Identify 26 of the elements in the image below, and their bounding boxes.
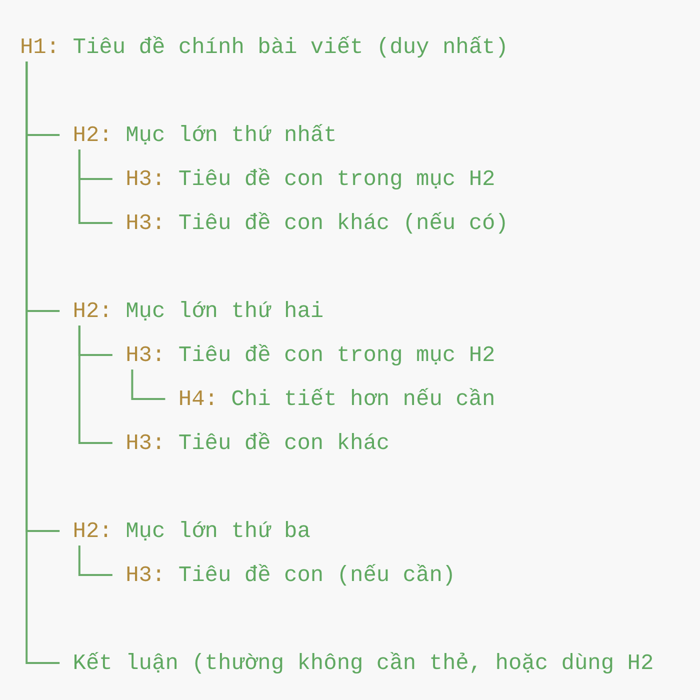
heading-level-tag: H3: [126,166,166,192]
entry-text: Tiêu đề con khác (nếu có) [178,210,508,236]
entry-text: Tiêu đề con khác [178,430,390,456]
entry-text: Tiêu đề con trong mục H2 [178,342,496,368]
entry-text: Mục lớn thứ ba [126,518,310,544]
heading-level-tag: H2: [72,122,112,148]
tree-line [78,546,112,576]
heading-level-tag: H4: [178,386,218,412]
heading-level-tag: H2: [72,518,112,544]
heading-level-tag: H3: [126,342,166,368]
tree-line [26,62,60,664]
heading-level-tag: H3: [126,210,166,236]
entry-text: Mục lớn thứ nhất [126,122,337,148]
entry-text: Chi tiết hơn nếu cần [231,386,496,412]
entry-text: Mục lớn thứ hai [126,298,324,324]
entry-text: Kết luận (thường không cần thẻ, hoặc dùng H2 [72,650,654,676]
tree-line [131,370,166,400]
heading-level-tag: H2: [72,298,112,324]
entry-text: Tiêu đề con (nếu cần) [178,562,456,588]
entry-text: Tiêu đề con trong mục H2 [178,166,496,192]
tree-line [78,326,112,444]
entry-text: Tiêu đề chính bài viết (duy nhất) [72,34,508,60]
heading-level-tag: H3: [126,430,166,456]
tree-line [78,150,112,224]
heading-level-tag: H1: [20,34,60,60]
heading-level-tag: H3: [126,562,166,588]
